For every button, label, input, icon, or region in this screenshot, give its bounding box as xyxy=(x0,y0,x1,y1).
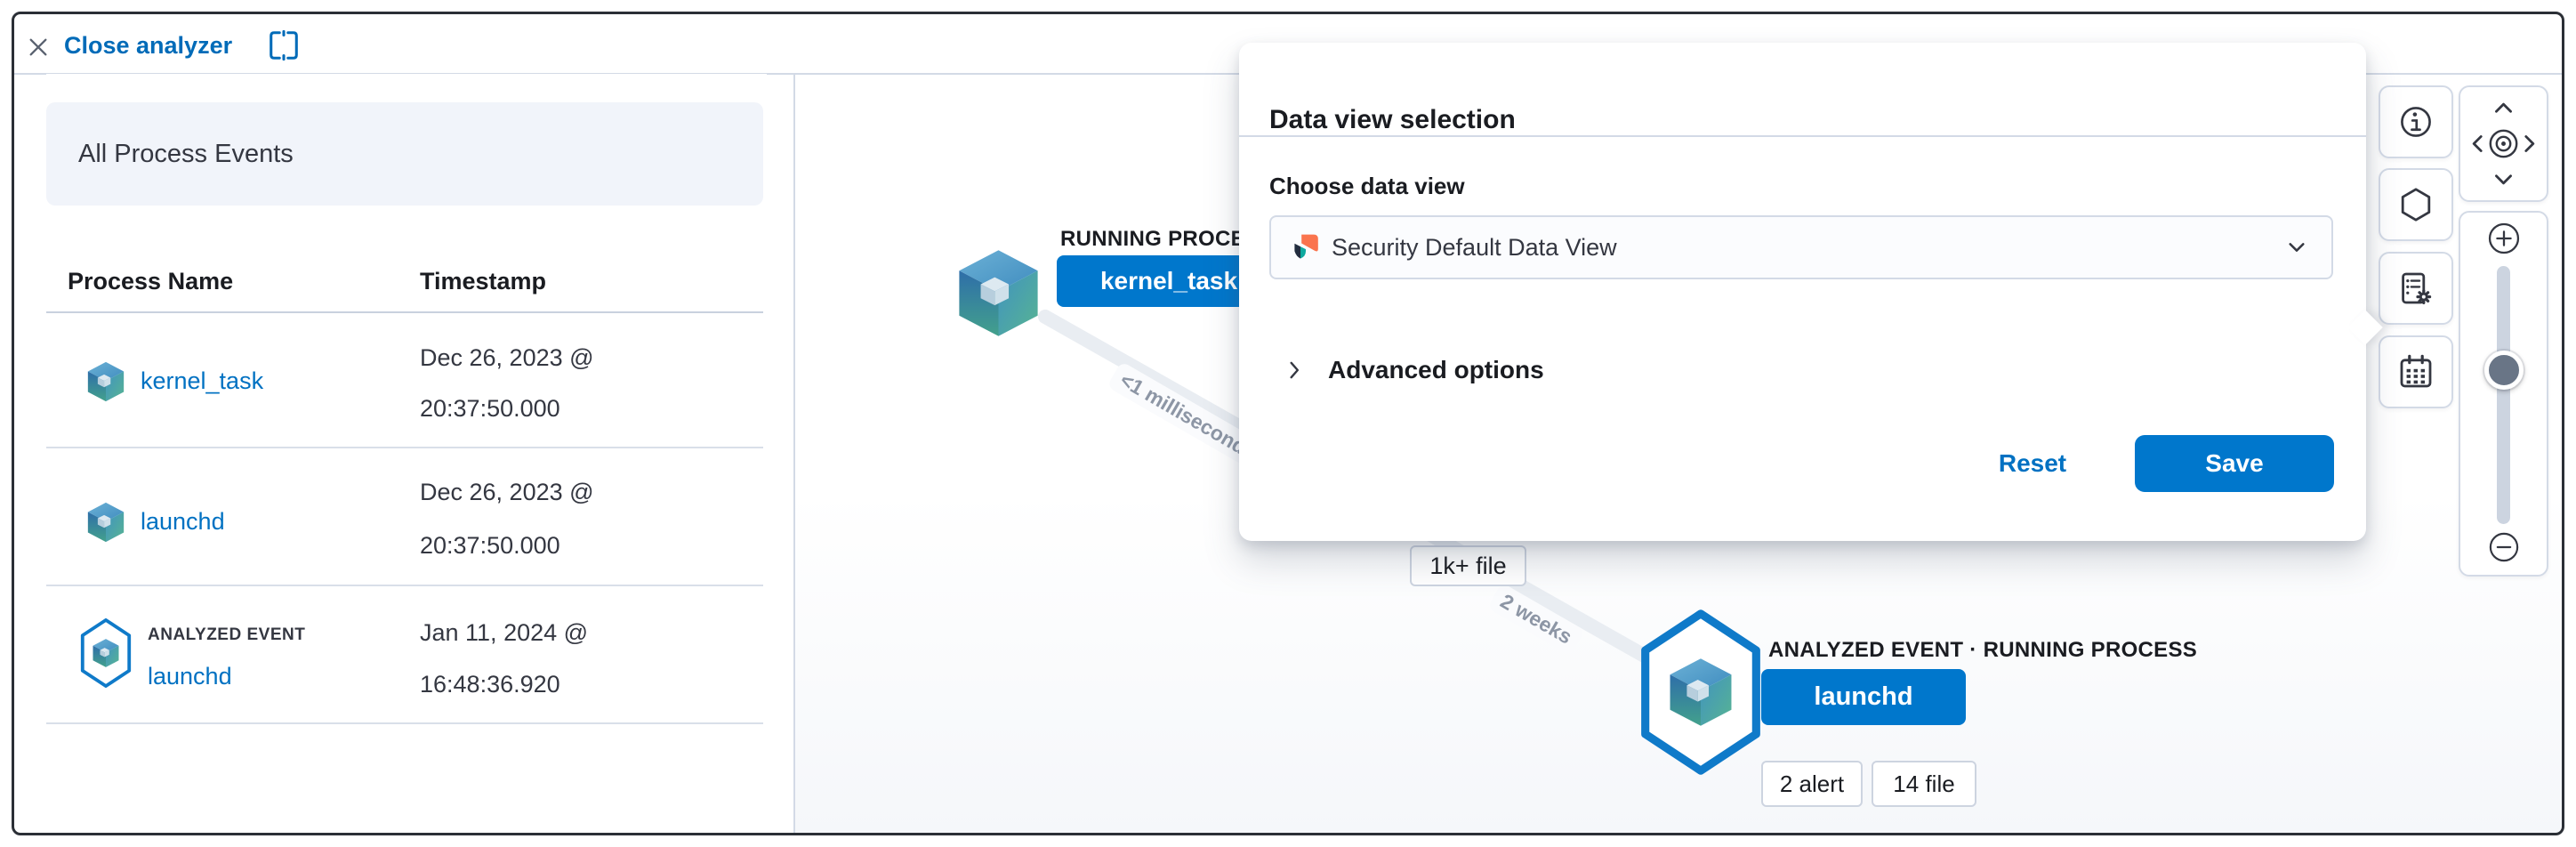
panel-title-box: All Process Events xyxy=(46,102,763,206)
date-picker-button[interactable] xyxy=(2379,335,2453,408)
advanced-options-label: Advanced options xyxy=(1328,356,1544,383)
panel-title: All Process Events xyxy=(78,139,294,168)
timestamp-line1: Dec 26, 2023 @ xyxy=(420,344,594,371)
reset-button[interactable]: Reset xyxy=(1998,449,2067,477)
chevron-down-icon xyxy=(2289,243,2305,252)
selected-data-view: Security Default Data View xyxy=(1332,233,1617,261)
node-legend-button[interactable] xyxy=(2379,85,2453,158)
process-name-link[interactable]: launchd xyxy=(148,663,232,690)
table-divider xyxy=(46,722,763,724)
choose-data-view-label: Choose data view xyxy=(1269,173,1465,199)
file-count-pill[interactable]: 14 file xyxy=(1872,761,1976,807)
pan-right-icon[interactable] xyxy=(2516,130,2543,157)
save-button[interactable]: Save xyxy=(2135,435,2334,492)
popover-divider xyxy=(1239,135,2366,137)
schema-info-button[interactable] xyxy=(2379,168,2453,241)
analyzed-event-badge: ANALYZED EVENT xyxy=(148,625,306,644)
center-camera-icon[interactable] xyxy=(2488,128,2519,159)
alert-count-pill[interactable]: 2 alert xyxy=(1761,761,1863,807)
hexagon-icon xyxy=(2401,188,2431,222)
popover-title: Data view selection xyxy=(1269,105,1516,134)
security-app-icon xyxy=(1294,234,1318,259)
advanced-options-toggle[interactable]: Advanced options xyxy=(1284,356,1544,384)
close-icon[interactable] xyxy=(27,36,50,59)
timestamp-line2: 20:37:50.000 xyxy=(420,395,560,422)
timestamp-line2: 16:48:36.920 xyxy=(420,671,560,698)
zoom-in-icon[interactable] xyxy=(2487,222,2521,255)
node-type-label: ANALYZED EVENT · RUNNING PROCESS xyxy=(1768,638,2198,662)
node-type-label: RUNNING PROCESS xyxy=(1060,227,1275,251)
panel-graph-divider xyxy=(793,74,795,833)
process-cube-icon xyxy=(87,361,125,402)
process-cube-icon xyxy=(87,502,125,543)
timestamp-line2: 20:37:50.000 xyxy=(420,532,560,559)
column-header-timestamp: Timestamp xyxy=(420,268,547,294)
process-node-icon[interactable] xyxy=(952,246,1045,340)
zoom-slider-thumb[interactable] xyxy=(2484,351,2524,390)
analyzed-event-icon xyxy=(76,618,135,688)
pan-down-icon[interactable] xyxy=(2490,165,2517,193)
process-name-link[interactable]: kernel_task xyxy=(141,367,264,394)
data-view-select[interactable]: Security Default Data View xyxy=(1269,215,2333,279)
column-header-process-name: Process Name xyxy=(68,268,234,294)
info-icon xyxy=(2401,107,2431,137)
zoom-control xyxy=(2459,211,2548,577)
process-events-panel: All Process Events Process Name Timestam… xyxy=(46,74,767,833)
process-node-button[interactable]: launchd xyxy=(1761,669,1966,725)
file-count-pill[interactable]: 1k+ file xyxy=(1410,545,1526,586)
close-analyzer-link[interactable]: Close analyzer xyxy=(64,32,233,59)
pan-left-icon[interactable] xyxy=(2464,130,2491,157)
calendar-icon xyxy=(2400,354,2432,388)
table-divider xyxy=(46,447,763,448)
data-view-settings-button[interactable] xyxy=(2379,252,2453,325)
zoom-slider-track[interactable] xyxy=(2497,266,2510,524)
data-view-gear-icon xyxy=(2402,272,2432,304)
timestamp-line1: Jan 11, 2024 @ xyxy=(420,619,589,646)
pan-up-icon[interactable] xyxy=(2490,94,2517,122)
table-divider xyxy=(46,585,763,586)
pan-control xyxy=(2459,85,2548,202)
fullscreen-icon[interactable] xyxy=(269,30,299,60)
timestamp-line1: Dec 26, 2023 @ xyxy=(420,479,594,505)
zoom-out-icon[interactable] xyxy=(2488,531,2520,563)
analyzed-event-node-icon[interactable] xyxy=(1633,609,1768,776)
data-view-selection-popover: Data view selection Choose data view Sec… xyxy=(1239,43,2383,541)
process-name-link[interactable]: launchd xyxy=(141,508,225,535)
chevron-right-icon xyxy=(1290,361,1300,379)
table-divider xyxy=(46,311,763,313)
